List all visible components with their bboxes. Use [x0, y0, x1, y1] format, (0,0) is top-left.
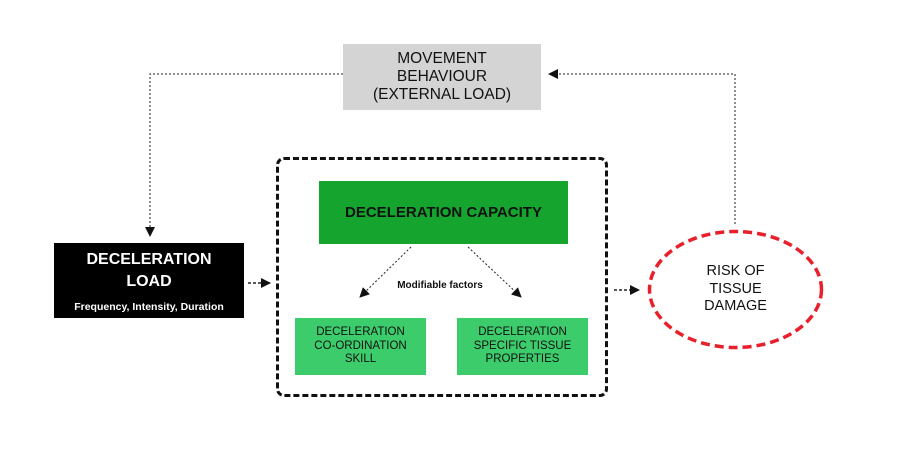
tissue-line3: PROPERTIES — [485, 353, 560, 366]
movement-line1: MOVEMENT — [397, 50, 487, 67]
load-title-line2: LOAD — [126, 272, 172, 290]
skill-line3: SKILL — [344, 353, 377, 366]
coordination-skill-box: DECELERATION CO-ORDINATION SKILL — [295, 318, 426, 375]
movement-line3: (EXTERNAL LOAD) — [372, 86, 512, 103]
arrow-movement-to-load — [145, 73, 343, 237]
deceleration-load-box: DECELERATION LOAD Frequency, Intensity, … — [54, 243, 244, 318]
risk-dashed-ellipse — [647, 229, 824, 350]
capacity-group-dashed-box — [276, 157, 608, 397]
tissue-line2: SPECIFIC TISSUE — [473, 339, 572, 352]
arrow-risk-to-movement — [548, 69, 736, 224]
tissue-line1: DECELERATION — [478, 326, 567, 339]
modifiable-factors-label: Modifiable factors — [397, 279, 483, 291]
load-subtitle: Frequency, Intensity, Duration — [74, 300, 224, 313]
movement-behaviour-box: MOVEMENT BEHAVIOUR (EXTERNAL LOAD) — [343, 44, 541, 110]
risk-line2: TISSUE — [709, 280, 762, 297]
movement-line2: BEHAVIOUR — [396, 68, 488, 85]
risk-line1: RISK OF — [706, 263, 765, 280]
load-title-line1: DECELERATION — [86, 250, 212, 268]
capacity-label: DECELERATION CAPACITY — [345, 204, 542, 221]
risk-of-tissue-damage-node: RISK OF TISSUE DAMAGE — [646, 228, 825, 351]
skill-line2: CO-ORDINATION — [314, 339, 407, 352]
risk-line3: DAMAGE — [704, 298, 767, 315]
arrow-capacity-to-tissue — [467, 246, 522, 298]
skill-line1: DECELERATION — [316, 326, 405, 339]
deceleration-capacity-box: DECELERATION CAPACITY — [319, 181, 568, 244]
tissue-properties-box: DECELERATION SPECIFIC TISSUE PROPERTIES — [457, 318, 588, 375]
